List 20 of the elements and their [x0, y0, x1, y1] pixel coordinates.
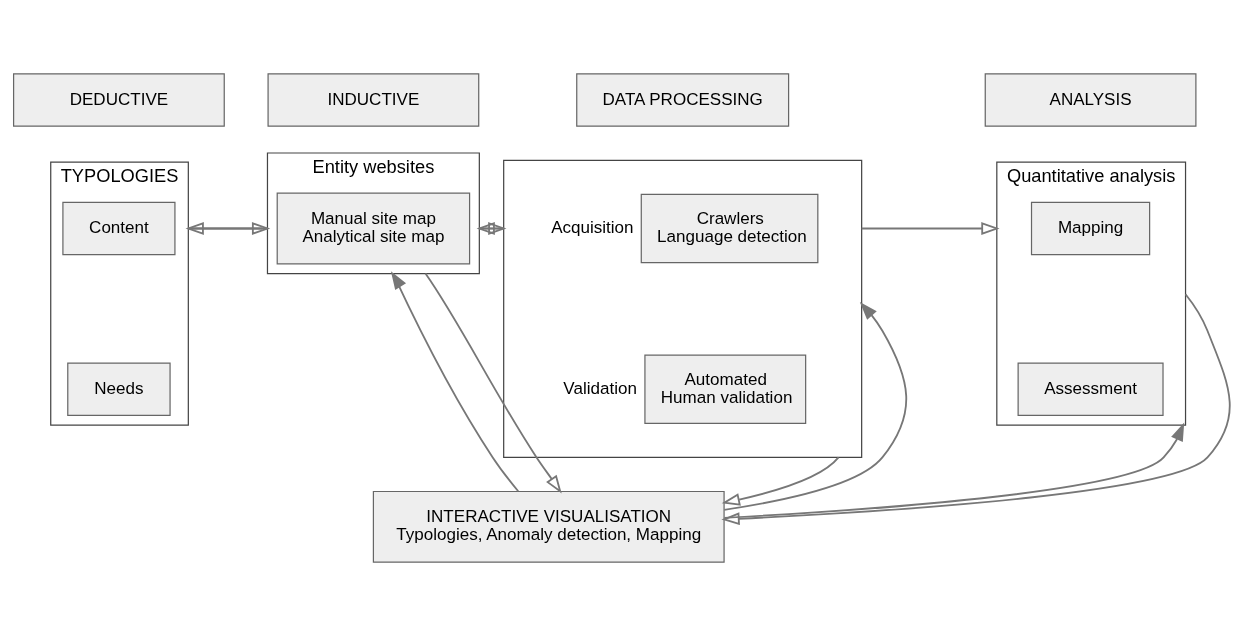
arrow — [723, 301, 908, 511]
cluster — [503, 159, 863, 458]
arrow — [721, 292, 1231, 525]
node-box: INDUCTIVE — [267, 72, 480, 127]
node-box: DATA PROCESSING — [576, 72, 790, 127]
arrow — [721, 456, 840, 506]
node-label: Acquisition — [551, 217, 634, 237]
node-box: Needs — [67, 361, 171, 416]
node-box: Manual site map Analytical site map — [276, 192, 471, 264]
node-box: Mapping — [1030, 201, 1151, 255]
node-box: DEDUCTIVE — [13, 72, 225, 127]
arrow — [424, 272, 562, 494]
arrow — [390, 270, 520, 492]
node-label: Validation — [563, 378, 637, 398]
node-box: Content — [62, 201, 176, 255]
node-box: INTERACTIVE VISUALISATION Typologies, Anomaly detection, Mapping — [372, 490, 725, 563]
node-box: ANALYSIS — [984, 72, 1197, 127]
arrow — [723, 422, 1185, 519]
node-box: Assessment — [1017, 361, 1164, 416]
arrow — [860, 221, 1000, 235]
